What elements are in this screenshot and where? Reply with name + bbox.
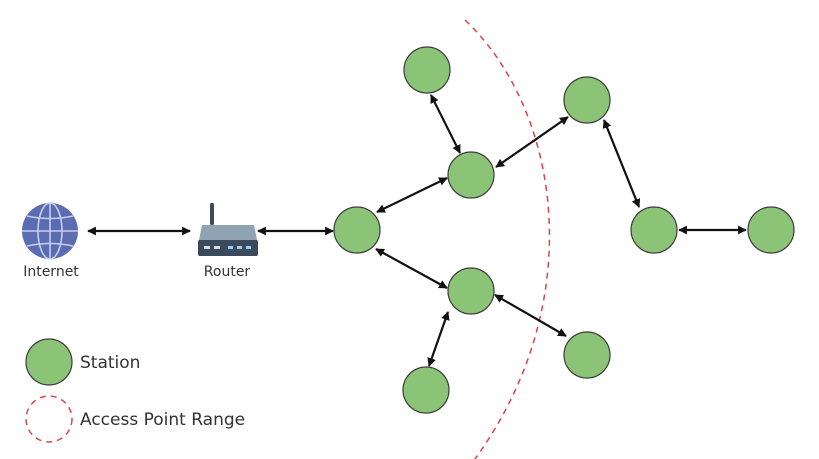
station-node	[563, 331, 611, 379]
station-node	[447, 151, 495, 199]
router-icon	[198, 203, 258, 256]
access-point-range-arc	[464, 19, 551, 459]
station-node	[747, 206, 795, 254]
legend-range-swatch	[25, 395, 73, 443]
link-upper-top	[430, 94, 461, 154]
link-center-upper	[376, 177, 448, 213]
internet-label: Internet	[23, 264, 79, 280]
link-lower-bottom	[427, 311, 450, 367]
stations	[333, 46, 795, 414]
link-lower-right	[494, 294, 567, 337]
legend: Station Access Point Range	[25, 338, 245, 443]
globe-icon	[22, 202, 78, 260]
link-right-mid	[602, 119, 641, 208]
station-node	[402, 366, 450, 414]
legend-station-label: Station	[80, 353, 140, 373]
legend-range-label: Access Point Range	[80, 410, 245, 430]
legend-station-swatch	[25, 338, 73, 386]
station-node	[447, 267, 495, 315]
station-node	[630, 206, 678, 254]
station-node	[563, 76, 611, 124]
station-node	[333, 206, 381, 254]
link-upper-right	[495, 116, 569, 168]
links	[87, 94, 747, 367]
station-node	[403, 46, 451, 94]
router-label: Router	[204, 264, 251, 280]
link-center-lower	[375, 248, 448, 289]
